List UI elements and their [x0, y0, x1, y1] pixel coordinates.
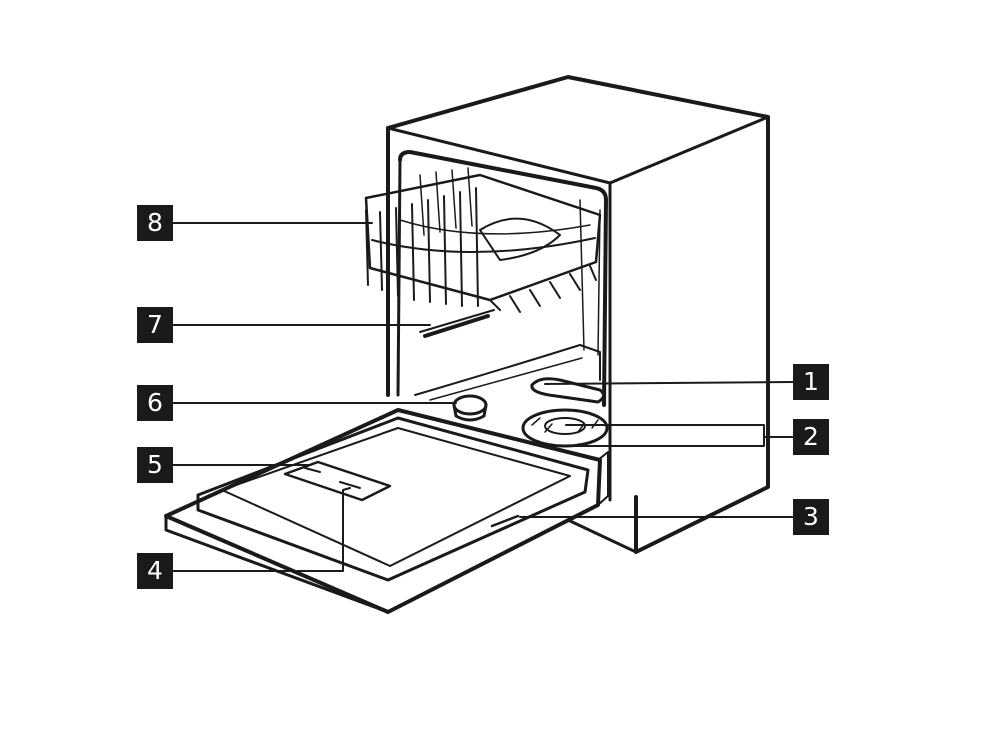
callout-label-1: 1 [793, 364, 829, 400]
rating-plate [490, 514, 520, 528]
upper-basket [364, 167, 602, 313]
callout-label-4: 4 [137, 553, 173, 589]
cabinet [386, 75, 770, 554]
filter-assembly [521, 408, 609, 448]
callout-label-3: 3 [793, 499, 829, 535]
callout-label-5: 5 [137, 447, 173, 483]
callout-label-7: 7 [137, 307, 173, 343]
open-door [164, 408, 609, 614]
callout-label-2: 2 [793, 419, 829, 455]
detergent-dispenser [283, 460, 392, 502]
lower-spray-arm [530, 377, 605, 404]
tub-opening [396, 150, 608, 407]
callout-label-8: 8 [137, 205, 173, 241]
leader-lines [172, 222, 794, 572]
salt-container-cap [452, 394, 488, 422]
upper-spray-arm [419, 309, 495, 338]
callout-label-6: 6 [137, 385, 173, 421]
